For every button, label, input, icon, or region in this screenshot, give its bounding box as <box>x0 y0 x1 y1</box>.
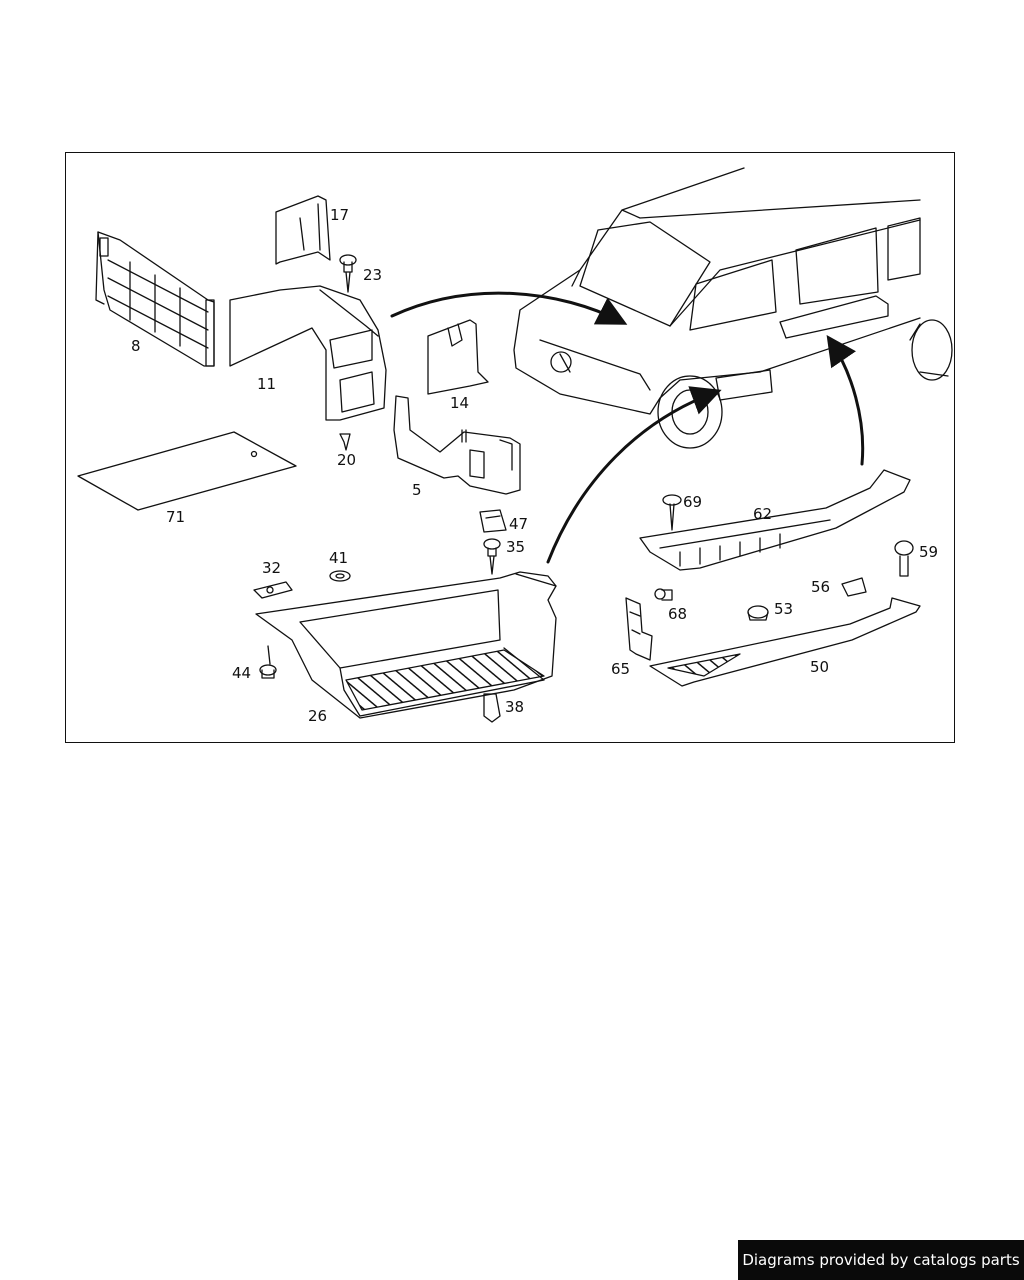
part-71-drawing <box>77 431 297 511</box>
part-41-drawing <box>329 570 351 582</box>
label-part-8: 8 <box>131 337 141 355</box>
label-part-17: 17 <box>330 206 349 224</box>
part-53-drawing <box>747 605 769 621</box>
part-69-drawing <box>662 494 682 531</box>
label-part-71: 71 <box>166 508 185 526</box>
label-part-47: 47 <box>509 515 528 533</box>
part-68-drawing <box>654 588 673 601</box>
label-part-59: 59 <box>919 543 938 561</box>
part-62-drawing <box>639 469 911 571</box>
label-part-26: 26 <box>308 707 327 725</box>
label-part-5: 5 <box>412 481 422 499</box>
label-part-14: 14 <box>450 394 469 412</box>
diagram-frame <box>65 152 955 743</box>
arrow-to-side-step <box>826 335 865 466</box>
part-32-drawing <box>253 581 293 599</box>
label-part-69: 69 <box>683 493 702 511</box>
part-35-drawing <box>483 538 501 575</box>
part-20-drawing <box>339 433 351 451</box>
part-26-drawing <box>255 571 557 719</box>
label-part-38: 38 <box>505 698 524 716</box>
part-44-drawing <box>259 645 277 679</box>
part-59-drawing <box>894 540 914 577</box>
part-5-drawing <box>393 395 521 495</box>
part-47-drawing <box>479 509 507 533</box>
part-38-drawing <box>483 693 501 723</box>
footer-credit-banner: Diagrams provided by catalogs parts <box>738 1240 1024 1280</box>
label-part-32: 32 <box>262 559 281 577</box>
label-part-11: 11 <box>257 375 276 393</box>
part-8-drawing <box>95 231 215 367</box>
label-part-20: 20 <box>337 451 356 469</box>
part-65-drawing <box>625 597 653 661</box>
part-50-drawing <box>649 597 921 687</box>
label-part-44: 44 <box>232 664 251 682</box>
label-part-35: 35 <box>506 538 525 556</box>
part-23-drawing <box>339 254 357 293</box>
label-part-50: 50 <box>810 658 829 676</box>
part-14-drawing <box>427 319 489 395</box>
label-part-53: 53 <box>774 600 793 618</box>
part-17-drawing <box>275 195 331 265</box>
label-part-68: 68 <box>668 605 687 623</box>
part-11-drawing <box>229 285 387 421</box>
label-part-23: 23 <box>363 266 382 284</box>
label-part-62: 62 <box>753 505 772 523</box>
arrow-to-van-front <box>390 291 628 325</box>
label-part-56: 56 <box>811 578 830 596</box>
label-part-65: 65 <box>611 660 630 678</box>
arrow-to-front-step <box>546 386 722 564</box>
van-drawing <box>513 167 953 449</box>
label-part-41: 41 <box>329 549 348 567</box>
part-56-drawing <box>841 577 867 597</box>
